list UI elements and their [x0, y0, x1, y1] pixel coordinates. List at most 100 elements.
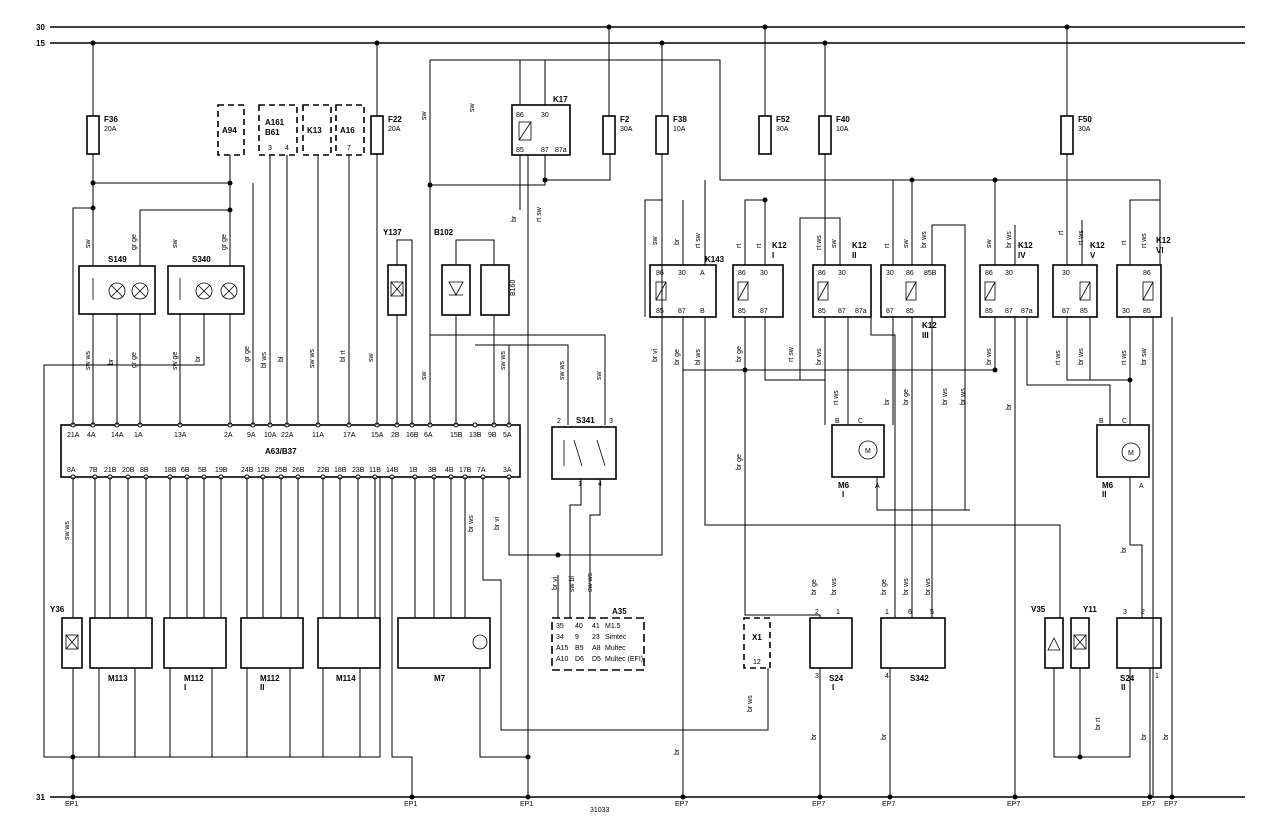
component-label: Y11 [1083, 605, 1097, 614]
a35-cell: D5 [592, 656, 601, 663]
ecu-pin-label: 14B [386, 467, 399, 474]
wire-label: sw [85, 239, 92, 249]
fuse-name: F52 [776, 115, 790, 124]
switch-roman: II [1121, 683, 1125, 692]
switch-label: S24 [829, 674, 844, 683]
relay-label: K143 [705, 255, 725, 264]
pin-label: 87 [1005, 308, 1013, 315]
relay-label: K12 [772, 241, 787, 250]
pin-label: 86 [985, 270, 993, 277]
ecu-pin-label: 6B [181, 467, 190, 474]
ground-label: EP7 [812, 801, 825, 808]
wire-label: sw [986, 239, 993, 249]
pin-label: 1 [885, 609, 889, 616]
sensor-b102: B102 [434, 228, 471, 316]
wire-label: sw [831, 239, 838, 249]
wire-label: sw bl [569, 576, 576, 592]
ecu-pin-label: 19B [215, 467, 228, 474]
ground-label: EP7 [1007, 801, 1020, 808]
fuse-f50: F50 30A [1060, 27, 1092, 155]
a35-cell: 34 [556, 634, 564, 641]
wire-label: br [811, 733, 818, 740]
pin-label: 85 [738, 308, 746, 315]
ecu-label: A63/B37 [265, 447, 297, 456]
wire-label: sw ws [559, 360, 566, 380]
pin-label: 30 [886, 270, 894, 277]
switch-label: S149 [108, 255, 127, 264]
a35-cell: 9 [575, 634, 579, 641]
ecu-pin-label: 20B [122, 467, 135, 474]
fuse-name: F2 [620, 115, 630, 124]
ecu-pin-label: 2B [391, 432, 400, 439]
pin-label: 87a [1021, 308, 1033, 315]
relay-label: K12 [852, 241, 867, 250]
component-roman: II [260, 683, 264, 692]
wire-label: rt sw [536, 206, 543, 222]
ecu-pin-label: 21A [67, 432, 80, 439]
ecu-pin-label: 22B [317, 467, 330, 474]
ecu-pin-label: 26B [292, 467, 305, 474]
component-roman: I [184, 683, 186, 692]
fuse-rating: 20A [104, 126, 117, 133]
wire-label: gr ge [221, 234, 228, 250]
pin-label: A [1139, 483, 1144, 490]
component-label: M7 [434, 674, 446, 683]
ground-label: EP1 [65, 801, 78, 808]
wire-label: sw [469, 103, 476, 113]
wire-label: sw [421, 111, 428, 121]
wire-label: rt [1121, 241, 1128, 245]
switch-roman: I [832, 683, 834, 692]
a35-cell: B5 [575, 645, 584, 652]
wire-label: br [674, 748, 681, 755]
switch-s24-i: 2 1 3 S24 I [809, 609, 853, 692]
idle-actuator-m7: M7 [397, 617, 491, 683]
pin-label: 3 [609, 418, 613, 425]
ecu-pin-label: 13A [174, 432, 187, 439]
pin-label: 85 [516, 147, 524, 154]
pin-label: A [700, 270, 705, 277]
connector-a16: A16 7 [335, 104, 365, 156]
ecu-pin-label: 15A [371, 432, 384, 439]
wire-label: br ws [468, 515, 475, 532]
ecu-pin-label: 1A [134, 432, 143, 439]
fuse-f2: F2 30A [602, 27, 633, 155]
a35-cell: 41 [592, 623, 600, 630]
injector-m114: M114 [317, 617, 381, 683]
pin-label: 87 [838, 308, 846, 315]
component-label: M112 [260, 674, 280, 683]
connector-label: B61 [265, 128, 280, 137]
ecu-pin-label: 7B [89, 467, 98, 474]
fuse-rating: 10A [673, 126, 686, 133]
wire-label: rt ws [1121, 350, 1128, 365]
pin-label: 30 [541, 112, 549, 119]
switch-label: S342 [910, 674, 929, 683]
ecu-pin-label: 21B [104, 467, 117, 474]
pin-label: 1 [578, 481, 582, 488]
relay-k12-iv: K12 IV 86 30 85 87 87a [979, 241, 1039, 318]
ecu-pin-label: 5B [198, 467, 207, 474]
wire-label: br vi [494, 516, 501, 530]
pin-label: 30 [1062, 270, 1070, 277]
component-roman: II [1102, 490, 1106, 499]
wire-label: rt ws [833, 390, 840, 405]
a35-cell: Multec (EFI) [605, 656, 643, 663]
fuse-rating: 20A [388, 126, 401, 133]
ecu-pin-label: 15B [450, 432, 463, 439]
ecu-pin-label: 1B [409, 467, 418, 474]
ecu-pin-label: 25B [275, 467, 288, 474]
wire-label: rt ws [1078, 230, 1085, 245]
wire-label: br ws [903, 578, 910, 595]
relay-k12-ii: K12 II 86 30 85 87 87a [812, 241, 872, 318]
pin-label: 2 [815, 609, 819, 616]
component-label: M114 [336, 674, 356, 683]
relay-k17: K17 86 30 85 87 87a [511, 95, 571, 156]
injector-m113: M113 [89, 617, 153, 683]
pin-label: 4 [285, 145, 289, 152]
pin-label: 3 [815, 673, 819, 680]
component-label: A35 [612, 607, 627, 616]
pin-label: 85 [985, 308, 993, 315]
relay-k12-v: K12 V 30 87 85 [1052, 241, 1105, 318]
ecu-pin-label: 11A [312, 432, 324, 439]
connector-label: A161 [265, 118, 285, 127]
